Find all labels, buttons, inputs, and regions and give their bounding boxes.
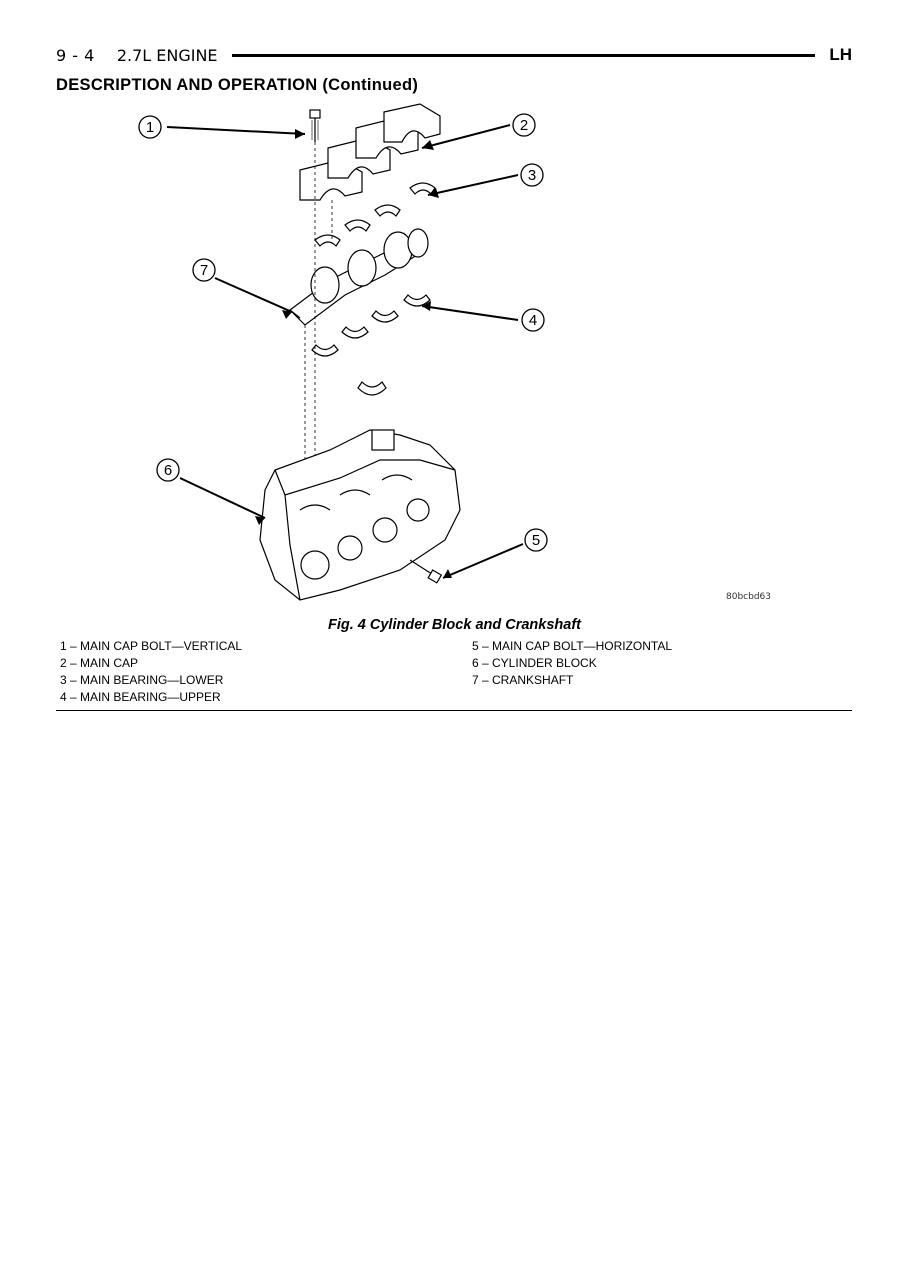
alignment-lines [304, 142, 333, 520]
figure-code: 80bcbd63 [726, 592, 771, 602]
upper-bearings-drawing [311, 294, 431, 396]
callout-6: 6 [164, 462, 172, 479]
header-rule [231, 53, 816, 57]
callout-circles [138, 113, 548, 552]
legend-item: 1 – MAIN CAP BOLT—VERTICAL [60, 639, 243, 653]
callout-labels: 1 2 3 7 4 6 5 [146, 117, 540, 549]
legend-column-right: 5 – MAIN CAP BOLT—HORIZONTAL 6 – CYLINDE… [472, 638, 672, 689]
side-label: LH [829, 45, 852, 64]
callout-7: 7 [200, 262, 208, 279]
engine-title: 2.7L ENGINE [116, 45, 218, 65]
legend-item: 4 – MAIN BEARING—UPPER [60, 690, 221, 704]
callout-leaders [166, 124, 524, 579]
legend-column-left: 1 – MAIN CAP BOLT—VERTICAL 2 – MAIN CAP … [60, 638, 242, 706]
callout-5: 5 [532, 532, 540, 549]
diagram-svg: 1 2 3 7 4 6 5 [138, 103, 548, 601]
section-title: DESCRIPTION AND OPERATION (Continued) [56, 76, 419, 94]
legend-item: 6 – CYLINDER BLOCK [472, 656, 597, 670]
figure-caption: Fig. 4 Cylinder Block and Crankshaft [328, 617, 581, 633]
callout-4: 4 [529, 312, 537, 329]
vertical-bolt-drawing [309, 109, 321, 142]
crankshaft-drawing [289, 228, 429, 326]
page-header: 9 - 4 2.7L ENGINE LH [56, 40, 852, 70]
lower-bearings-drawing [314, 182, 436, 247]
legend-item: 2 – MAIN CAP [60, 656, 139, 670]
callout-3: 3 [528, 167, 536, 184]
legend-item: 7 – CRANKSHAFT [472, 673, 574, 687]
callout-2: 2 [520, 117, 528, 134]
legend-item: 5 – MAIN CAP BOLT—HORIZONTAL [472, 639, 673, 653]
cylinder-block-drawing [259, 429, 461, 601]
main-caps-drawing [299, 103, 441, 201]
callout-1: 1 [146, 119, 154, 136]
legend-item: 3 – MAIN BEARING—LOWER [60, 673, 224, 687]
bottom-rule [56, 710, 852, 711]
horizontal-bolt-drawing [409, 559, 443, 584]
callout-arrowheads [255, 129, 452, 578]
page-number: 9 - 4 [56, 45, 95, 65]
exploded-diagram: 1 2 3 7 4 6 5 [100, 100, 820, 615]
